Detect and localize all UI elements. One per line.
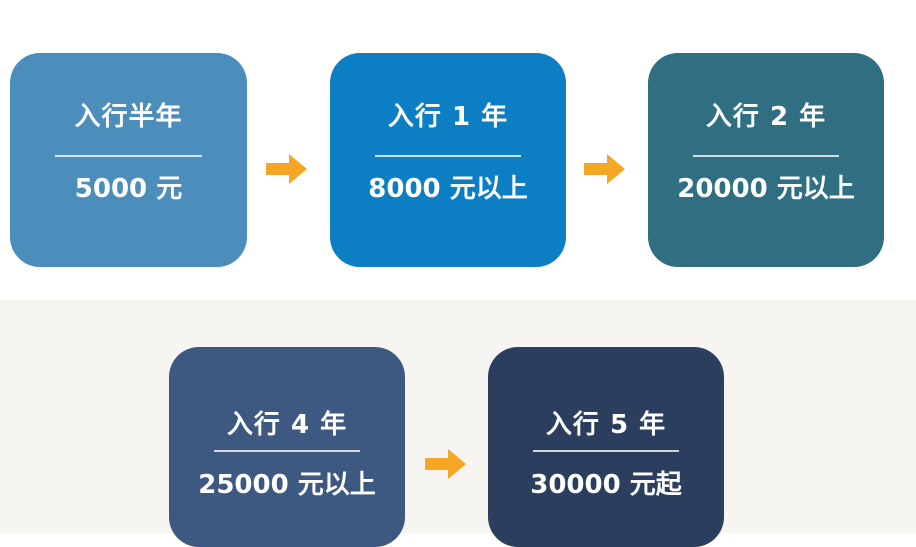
stage-divider: [214, 450, 360, 452]
stage-card-4-year: 入行 4 年 25000 元以上: [169, 347, 405, 547]
stage-divider: [375, 155, 521, 157]
arrow-right-icon: [266, 152, 308, 186]
arrow-right-icon: [425, 447, 467, 481]
stage-divider: [533, 450, 679, 452]
stage-salary: 25000 元以上: [198, 470, 376, 500]
stage-title: 入行半年: [74, 102, 183, 132]
stage-title: 入行 4 年: [226, 410, 348, 440]
stage-title: 入行 2 年: [705, 102, 827, 132]
arrow-right-icon: [584, 152, 626, 186]
stage-card-5-year: 入行 5 年 30000 元起: [488, 347, 724, 547]
stage-divider: [55, 155, 202, 157]
stage-salary: 5000 元: [74, 174, 183, 204]
stage-divider: [693, 155, 839, 157]
stage-title: 入行 5 年: [545, 410, 667, 440]
stage-title: 入行 1 年: [387, 102, 509, 132]
stage-salary: 8000 元以上: [368, 174, 528, 204]
stage-salary: 30000 元起: [530, 470, 682, 500]
stage-card-2-year: 入行 2 年 20000 元以上: [648, 53, 884, 267]
stage-salary: 20000 元以上: [677, 174, 855, 204]
stage-card-half-year: 入行半年 5000 元: [10, 53, 247, 267]
stage-card-1-year: 入行 1 年 8000 元以上: [330, 53, 566, 267]
bottom-background: [0, 300, 916, 533]
